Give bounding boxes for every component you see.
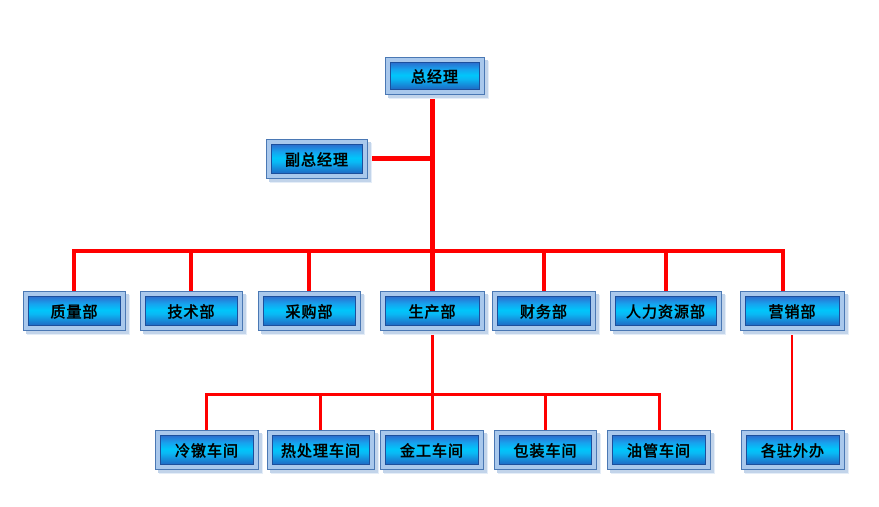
connector-marketing-stem — [791, 331, 793, 430]
org-node-label: 生产部 — [408, 303, 457, 321]
connector-drop-metalworking-workshop — [431, 393, 434, 430]
org-node-label: 技术部 — [167, 303, 216, 321]
org-node-heat-treatment-workshop[interactable]: 热处理车间 — [267, 430, 375, 470]
org-node-field-offices[interactable]: 各驻外办 — [741, 430, 845, 470]
connector-drop-cold-heading-workshop — [205, 393, 208, 430]
org-node-general-manager[interactable]: 总经理 — [385, 57, 485, 95]
connector-drop-packaging-workshop — [544, 393, 547, 430]
connector-deputy-horizontal — [368, 156, 432, 161]
org-node-face: 采购部 — [263, 296, 356, 326]
org-node-finance-dept[interactable]: 财务部 — [492, 291, 596, 331]
org-node-label: 金工车间 — [399, 442, 464, 460]
org-node-face: 包装车间 — [499, 435, 592, 465]
org-node-technology-dept[interactable]: 技术部 — [140, 291, 243, 331]
org-node-label: 人力资源部 — [625, 303, 706, 321]
org-node-label: 副总经理 — [284, 151, 349, 169]
connector-drop-heat-treatment-workshop — [319, 393, 322, 430]
org-node-label: 冷镦车间 — [174, 442, 239, 460]
org-node-label: 质量部 — [50, 303, 99, 321]
org-node-marketing-dept[interactable]: 营销部 — [740, 291, 845, 331]
org-node-purchasing-dept[interactable]: 采购部 — [258, 291, 361, 331]
org-node-face: 生产部 — [385, 296, 480, 326]
connector-drop-oil-pipe-workshop — [658, 393, 661, 430]
connector-drop-purchasing-dept — [307, 251, 311, 291]
org-node-face: 副总经理 — [271, 144, 363, 174]
connector-drop-technology-dept — [189, 251, 193, 291]
org-node-hr-dept[interactable]: 人力资源部 — [610, 291, 722, 331]
org-node-label: 采购部 — [285, 303, 334, 321]
org-node-production-dept[interactable]: 生产部 — [380, 291, 485, 331]
org-node-face: 人力资源部 — [615, 296, 717, 326]
org-node-packaging-workshop[interactable]: 包装车间 — [494, 430, 597, 470]
connector-departments-horizontal-bar — [72, 249, 785, 253]
org-node-label: 各驻外办 — [760, 442, 825, 460]
org-node-oil-pipe-workshop[interactable]: 油管车间 — [607, 430, 711, 470]
org-node-face: 技术部 — [145, 296, 238, 326]
connector-drop-quality-dept — [72, 251, 76, 291]
org-node-quality-dept[interactable]: 质量部 — [23, 291, 126, 331]
org-node-face: 各驻外办 — [746, 435, 840, 465]
connector-drop-finance-dept — [542, 251, 546, 291]
org-node-face: 总经理 — [390, 62, 480, 90]
org-node-label: 油管车间 — [626, 442, 691, 460]
org-node-label: 总经理 — [410, 68, 459, 86]
org-node-face: 金工车间 — [385, 435, 479, 465]
connector-drop-marketing-dept — [781, 251, 785, 291]
org-node-label: 财务部 — [519, 303, 568, 321]
org-node-cold-heading-workshop[interactable]: 冷镦车间 — [155, 430, 259, 470]
connector-drop-hr-dept — [664, 251, 668, 291]
org-node-deputy-general-manager[interactable]: 副总经理 — [266, 139, 368, 179]
org-node-metalworking-workshop[interactable]: 金工车间 — [380, 430, 484, 470]
org-node-face: 质量部 — [28, 296, 121, 326]
org-node-face: 热处理车间 — [272, 435, 370, 465]
connector-trunk-vertical — [430, 95, 435, 291]
org-node-face: 财务部 — [497, 296, 591, 326]
org-node-face: 油管车间 — [612, 435, 706, 465]
connector-production-stem — [431, 331, 434, 393]
org-node-label: 营销部 — [768, 303, 817, 321]
org-node-face: 冷镦车间 — [160, 435, 254, 465]
org-node-label: 热处理车间 — [280, 442, 361, 460]
org-node-label: 包装车间 — [513, 442, 578, 460]
org-node-face: 营销部 — [745, 296, 840, 326]
